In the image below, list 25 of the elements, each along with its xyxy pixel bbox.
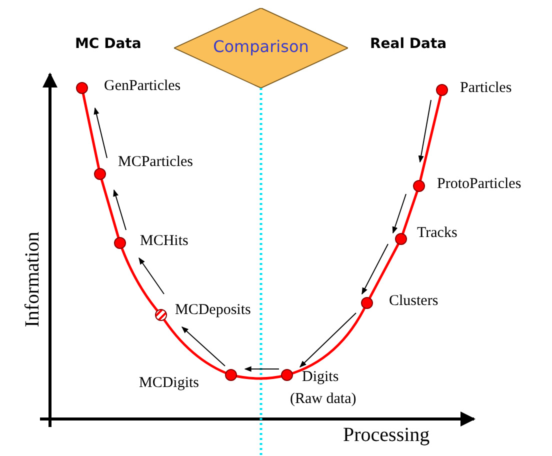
point-label: Particles bbox=[460, 80, 512, 97]
point-label: MCDeposits bbox=[175, 302, 251, 319]
axis-title: Processing bbox=[343, 424, 430, 447]
arrow bbox=[138, 257, 164, 294]
arrow bbox=[244, 366, 280, 372]
arrow bbox=[300, 312, 356, 368]
diamond-label: Comparison bbox=[212, 37, 310, 56]
point-label: Clusters bbox=[389, 293, 438, 310]
arrow bbox=[362, 244, 388, 295]
point-label: ProtoParticles bbox=[437, 176, 522, 193]
point-label: MCHits bbox=[140, 233, 188, 250]
column-heading: Real Data bbox=[370, 36, 447, 52]
arrow bbox=[181, 326, 226, 366]
point-sublabel: (Raw data) bbox=[290, 391, 356, 408]
arrow bbox=[418, 100, 432, 163]
point-label: Digits bbox=[302, 369, 339, 386]
column-heading: MC Data bbox=[75, 36, 142, 52]
arrow bbox=[94, 107, 108, 158]
arrow bbox=[113, 189, 126, 230]
point-label: GenParticles bbox=[104, 78, 181, 95]
point-label: Tracks bbox=[417, 225, 458, 242]
axis-title: Information bbox=[21, 232, 44, 328]
point-label: MCParticles bbox=[118, 154, 193, 171]
arrow bbox=[392, 194, 406, 234]
point-label: MCDigits bbox=[139, 375, 200, 392]
